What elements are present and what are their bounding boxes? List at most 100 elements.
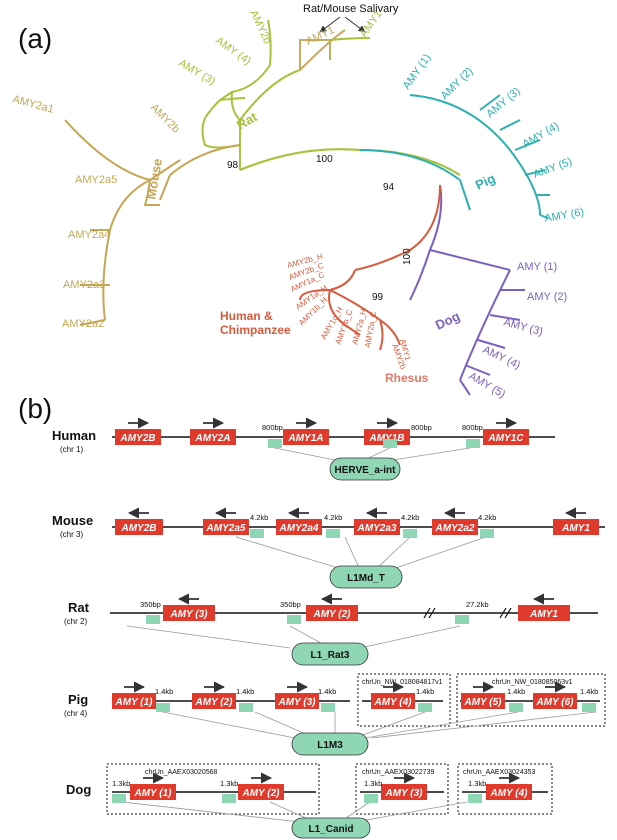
element-label: L1Md_T — [347, 573, 385, 584]
distance-label: 1.4kb — [507, 687, 525, 696]
distance-label: 27.2kb — [466, 600, 489, 609]
element-block — [455, 615, 469, 624]
tree-root-branch — [239, 148, 461, 176]
gene-box — [306, 605, 358, 621]
leaf-label: AMY2a1 — [11, 93, 55, 116]
element-block — [418, 703, 432, 712]
bootstrap-value: 94 — [383, 182, 395, 193]
clade-label-rhesus: Rhesus — [385, 371, 429, 385]
gene-box — [364, 429, 410, 445]
element-block — [250, 529, 264, 538]
distance-label: 4.2kb — [401, 513, 419, 522]
contig-box — [456, 673, 606, 727]
clade-label-rat: Rat — [234, 109, 260, 133]
gene-box — [371, 693, 415, 709]
element-label: L1_Rat3 — [311, 650, 350, 661]
element-block — [222, 794, 236, 803]
element-box — [291, 642, 369, 666]
leaf-label: AMY (1) — [517, 261, 557, 273]
clade-label-human: Human & — [220, 309, 273, 323]
element-block — [146, 615, 160, 624]
clade-label-dog: Dog — [433, 308, 462, 332]
bootstrap-value: 98 — [227, 160, 239, 171]
species-name-human: Human — [52, 428, 96, 443]
gene-label: AMY (4) — [373, 697, 412, 708]
gene-label: AMY1A — [287, 433, 323, 444]
distance-label: 1.3kb — [220, 779, 238, 788]
leaf-label: AMY2a4 — [68, 229, 110, 241]
gene-label: AMY2a4 — [279, 523, 319, 534]
element-block — [287, 615, 301, 624]
distance-label: 800bp — [411, 423, 432, 432]
tree-branch-pig-arc — [409, 94, 541, 216]
gene-label: AMY1C — [487, 433, 524, 444]
leaf-label: AMY (3) — [177, 57, 218, 87]
tree-branch-dog-arc — [459, 269, 511, 381]
element-block — [466, 439, 480, 448]
gene-label: AMY2B — [119, 433, 155, 444]
transposable-elements: HERVE_a-int L1Md_T L1_Rat3 L1M3 L1_Canid — [291, 457, 403, 839]
distance-label: 350bp — [280, 600, 301, 609]
tree-branch-mouse-leaves — [79, 159, 181, 326]
gene-box — [130, 784, 176, 800]
species-name-dog: Dog — [66, 782, 91, 797]
element-block — [383, 439, 397, 448]
gene-label: AMY (2) — [194, 697, 233, 708]
gene-box — [518, 605, 570, 621]
contig-label: chrUn_NW_018085063v1 — [492, 679, 573, 686]
distance-label: 4.2kb — [478, 513, 496, 522]
gene-box — [115, 519, 163, 535]
distance-label: 1.3kb — [468, 779, 486, 788]
species-chr-mouse: (chr 3) — [60, 530, 83, 539]
gene-box — [461, 693, 505, 709]
element-block — [480, 529, 494, 538]
distance-label: 4.2kb — [324, 513, 342, 522]
clade-label-human-2: Chimpanzee — [220, 323, 291, 337]
gene-label: AMY (1) — [114, 697, 153, 708]
tree-labels: AMY1 AMY1 AMY2b AMY (4) AMY (3) Rat AMY2… — [11, 8, 585, 400]
leaf-label: AMY (2) — [527, 291, 567, 303]
gene-box — [276, 519, 322, 535]
gene-label: AMY2a5 — [206, 523, 246, 534]
leaf-label: AMY (4) — [481, 344, 522, 372]
element-block — [403, 529, 417, 538]
gene-label: AMY (1) — [133, 788, 172, 799]
gene-box — [275, 693, 319, 709]
species-labels: Human (chr 1) Mouse (chr 3) Rat (chr 2) … — [52, 428, 96, 797]
tree-branch-pig-stem — [359, 149, 461, 181]
distance-label: 800bp — [462, 423, 483, 432]
leaf-label: AMY1 — [304, 24, 336, 48]
element-block — [326, 529, 340, 538]
leaf-label: AMY2a2 — [62, 318, 104, 330]
gene-label: AMY (5) — [463, 697, 502, 708]
element-block — [509, 703, 523, 712]
tree-branch-rat — [204, 19, 272, 121]
leaf-label: AMY (4) — [521, 120, 562, 150]
element-block — [321, 703, 335, 712]
contig-box — [106, 763, 320, 815]
contig-label: chrUn_AAEX03024353 — [463, 769, 535, 776]
gene-label: AMY (3) — [384, 788, 423, 799]
leaf-label: AMY (1) — [401, 52, 434, 92]
element-block — [268, 439, 282, 448]
element-block — [156, 703, 170, 712]
distance-label: 800bp — [262, 423, 283, 432]
species-chr-human: (chr 1) — [60, 445, 83, 454]
element-box — [291, 817, 371, 839]
gene-box — [486, 784, 532, 800]
gene-label: AMY (4) — [489, 788, 528, 799]
element-box — [291, 732, 369, 756]
gene-box — [533, 693, 577, 709]
element-box — [329, 565, 403, 589]
gene-label: AMY1B — [368, 433, 404, 444]
element-block — [112, 794, 126, 803]
element-block — [582, 703, 596, 712]
gene-label: AMY (3) — [277, 697, 316, 708]
species-chr-pig: (chr 4) — [64, 709, 87, 718]
contig-label: chrUn_AAEX03022739 — [362, 769, 434, 776]
tree-branch-dog-stem — [409, 184, 443, 301]
species-chr-rat: (chr 2) — [64, 617, 87, 626]
salivary-arrow-right — [344, 16, 366, 33]
